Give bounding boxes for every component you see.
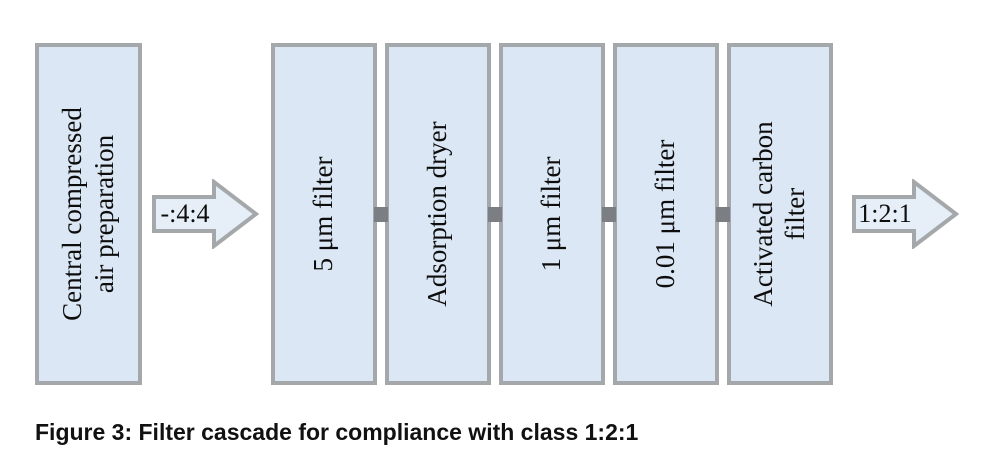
filter-box-label: Activated carbon filter — [748, 121, 810, 307]
pipe-connector — [488, 207, 502, 222]
outlet-arrow-class-label: 1:2:1 — [858, 199, 912, 228]
filter-box-label: 5 μm filter — [308, 156, 339, 272]
filter-box-adsorption-dryer: Adsorption dryer — [385, 43, 491, 385]
figure-caption: Figure 3: Filter cascade for compliance … — [35, 419, 639, 445]
filter-box-label: 1 μm filter — [536, 156, 567, 272]
filter-box-1um: 1 μm filter — [499, 43, 605, 385]
right-arrow-icon — [852, 179, 960, 249]
pipe-connector — [374, 207, 388, 222]
right-arrow-icon — [152, 179, 260, 249]
filter-box-label: 0.01 μm filter — [650, 139, 681, 289]
inlet-flow-arrow: -:4:4 — [152, 179, 260, 249]
inlet-arrow-class-label: -:4:4 — [160, 199, 210, 228]
filter-box-label: Adsorption dryer — [422, 121, 453, 307]
source-box-label: Central compressed air preparation — [56, 107, 119, 321]
filter-box-001um: 0.01 μm filter — [613, 43, 719, 385]
pipe-connector — [602, 207, 616, 222]
outlet-flow-arrow: 1:2:1 — [852, 179, 960, 249]
filter-box-5um: 5 μm filter — [271, 43, 377, 385]
pipe-connector — [716, 207, 730, 222]
filter-box-activated-carbon: Activated carbon filter — [727, 43, 833, 385]
source-box-central-air-preparation: Central compressed air preparation — [35, 43, 142, 385]
